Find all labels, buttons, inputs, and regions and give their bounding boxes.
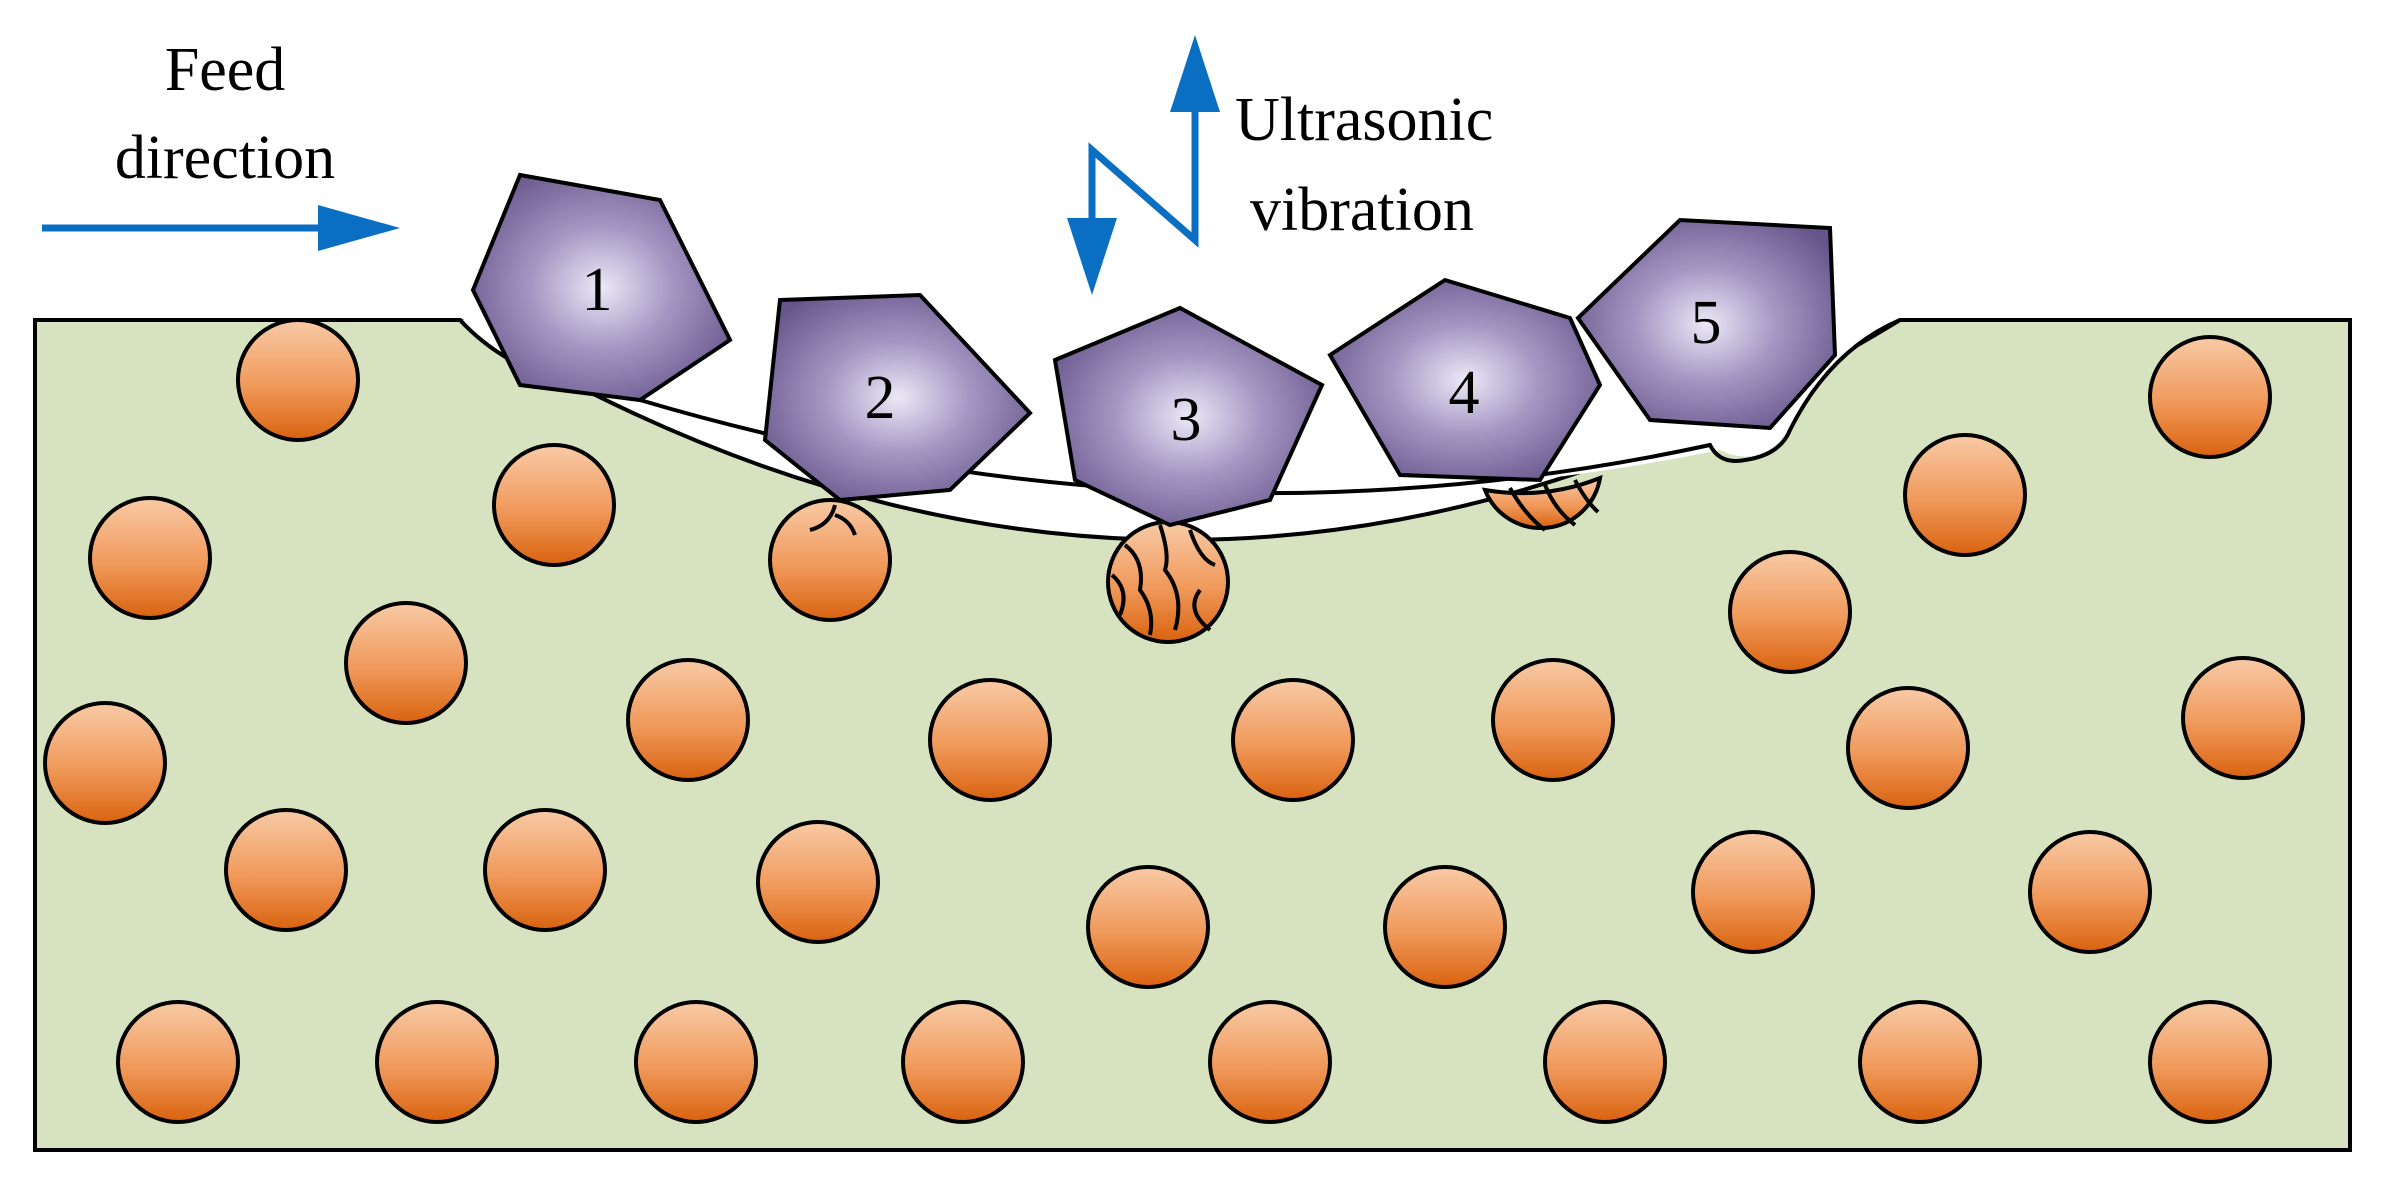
particle: [88, 496, 212, 620]
particle-fractured: [1106, 520, 1230, 644]
particle: [2028, 830, 2152, 954]
particle-cracked-small: [768, 498, 892, 622]
grain-5: [1575, 217, 1838, 431]
feed-arrow-icon: [42, 205, 400, 251]
particle: [1231, 678, 1355, 802]
particle: [1903, 433, 2027, 557]
particle: [2181, 656, 2305, 780]
particle: [1491, 658, 1615, 782]
particle: [116, 1000, 240, 1124]
particle: [43, 701, 167, 825]
particle: [756, 820, 880, 944]
particles: [43, 318, 2305, 1124]
grain-5-label: 5: [1691, 289, 1722, 357]
grain-4-label: 4: [1449, 359, 1480, 427]
grain-2-label: 2: [865, 364, 896, 432]
feed-label-line2: direction: [115, 124, 335, 192]
particle: [2148, 1000, 2272, 1124]
cracks: [809, 479, 1600, 636]
grain-1-label: 1: [582, 256, 613, 324]
particle: [1086, 865, 1210, 989]
particle: [1543, 1000, 1667, 1124]
feed-label-line1: Feed: [165, 36, 286, 104]
particle-cut: [1481, 474, 1603, 530]
particle: [2148, 335, 2272, 459]
particle: [1846, 686, 1970, 810]
particle: [626, 658, 750, 782]
particle: [492, 443, 616, 567]
particle: [901, 1000, 1025, 1124]
particle: [928, 678, 1052, 802]
grain-2: [762, 292, 1033, 503]
particle: [224, 808, 348, 932]
particle: [483, 808, 607, 932]
particle: [375, 1000, 499, 1124]
vibration-label-line1: Ultrasonic: [1235, 86, 1493, 154]
particle: [1728, 550, 1852, 674]
grain-4: [1327, 277, 1603, 483]
particle: [1858, 1000, 1982, 1124]
abrasive-grains: [470, 172, 1838, 528]
particle: [1383, 865, 1507, 989]
particle: [634, 1000, 758, 1124]
grain-1: [470, 172, 733, 403]
particle: [236, 318, 360, 442]
grain-3: [1052, 305, 1325, 528]
vibration-label-line2: vibration: [1250, 176, 1474, 244]
vibration-arrow-icon: [1067, 35, 1220, 295]
grain-3-label: 3: [1171, 386, 1202, 454]
particle: [1208, 1000, 1332, 1124]
particle: [1691, 830, 1815, 954]
particle: [344, 601, 468, 725]
